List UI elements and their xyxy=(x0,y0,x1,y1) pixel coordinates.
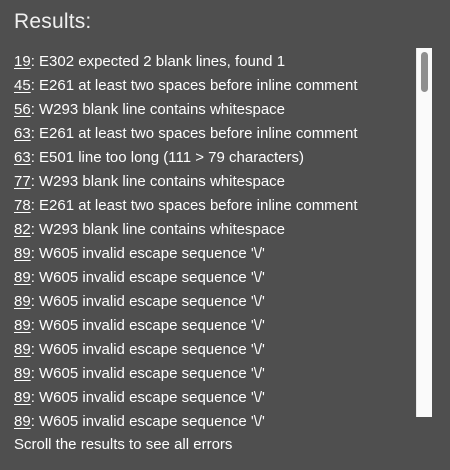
result-row: 89: W605 invalid escape sequence '\/' xyxy=(14,266,414,290)
result-message: : W293 blank line contains whitespace xyxy=(30,173,285,190)
result-message: : E501 line too long (111 > 79 character… xyxy=(30,149,305,166)
line-number-link[interactable]: 82 xyxy=(14,221,31,238)
line-number-link[interactable]: 89 xyxy=(14,269,31,286)
results-scrollbar[interactable] xyxy=(416,48,432,417)
result-row: 82: W293 blank line contains whitespace xyxy=(14,218,414,242)
result-row: 89: W605 invalid escape sequence '\/' xyxy=(14,338,414,362)
line-number-link[interactable]: 89 xyxy=(14,365,31,382)
result-message: : W605 invalid escape sequence '\/' xyxy=(30,341,265,358)
result-message: : W605 invalid escape sequence '\/' xyxy=(30,269,265,286)
line-number-link[interactable]: 89 xyxy=(14,293,31,310)
scroll-hint: Scroll the results to see all errors xyxy=(14,436,233,453)
line-number-link[interactable]: 77 xyxy=(14,173,31,190)
result-message: : W293 blank line contains whitespace xyxy=(30,101,285,118)
line-number-link[interactable]: 89 xyxy=(14,341,31,358)
result-row: 63: E501 line too long (111 > 79 charact… xyxy=(14,146,414,170)
result-message: : E261 at least two spaces before inline… xyxy=(30,197,358,214)
result-message: : W605 invalid escape sequence '\/' xyxy=(30,365,265,382)
result-row: 45: E261 at least two spaces before inli… xyxy=(14,74,414,98)
line-number-link[interactable]: 63 xyxy=(14,125,31,142)
result-row: 56: W293 blank line contains whitespace xyxy=(14,98,414,122)
result-row: 89: W605 invalid escape sequence '\/' xyxy=(14,290,414,314)
result-row: 89: W605 invalid escape sequence '\/' xyxy=(14,314,414,338)
results-panel[interactable]: 19: E302 expected 2 blank lines, found 1… xyxy=(0,44,450,430)
result-row: 89: W605 invalid escape sequence '\/' xyxy=(14,362,414,386)
line-number-link[interactable]: 19 xyxy=(14,53,31,70)
result-message: : W293 blank line contains whitespace xyxy=(30,221,285,238)
result-row: 78: E261 at least two spaces before inli… xyxy=(14,194,414,218)
result-row: 89: W605 invalid escape sequence '\/' xyxy=(14,386,414,410)
result-row: 19: E302 expected 2 blank lines, found 1 xyxy=(14,50,414,74)
result-row: 89: W605 invalid escape sequence '\/' xyxy=(14,410,414,434)
result-message: : W605 invalid escape sequence '\/' xyxy=(30,293,265,310)
results-title: Results: xyxy=(14,10,92,33)
scrollbar-thumb[interactable] xyxy=(421,52,428,92)
result-message: : W605 invalid escape sequence '\/' xyxy=(30,317,265,334)
line-number-link[interactable]: 89 xyxy=(14,413,31,430)
line-number-link[interactable]: 89 xyxy=(14,317,31,334)
line-number-link[interactable]: 78 xyxy=(14,197,31,214)
line-number-link[interactable]: 56 xyxy=(14,101,31,118)
result-message: : E261 at least two spaces before inline… xyxy=(30,77,358,94)
result-message: : W605 invalid escape sequence '\/' xyxy=(30,389,265,406)
result-message: : E302 expected 2 blank lines, found 1 xyxy=(30,53,286,70)
line-number-link[interactable]: 63 xyxy=(14,149,31,166)
results-list: 19: E302 expected 2 blank lines, found 1… xyxy=(14,50,414,434)
result-message: : W605 invalid escape sequence '\/' xyxy=(30,245,265,262)
result-row: 89: W605 invalid escape sequence '\/' xyxy=(14,242,414,266)
result-message: : E261 at least two spaces before inline… xyxy=(30,125,358,142)
line-number-link[interactable]: 45 xyxy=(14,77,31,94)
result-row: 77: W293 blank line contains whitespace xyxy=(14,170,414,194)
line-number-link[interactable]: 89 xyxy=(14,389,31,406)
line-number-link[interactable]: 89 xyxy=(14,245,31,262)
result-row: 63: E261 at least two spaces before inli… xyxy=(14,122,414,146)
result-message: : W605 invalid escape sequence '\/' xyxy=(30,413,265,430)
